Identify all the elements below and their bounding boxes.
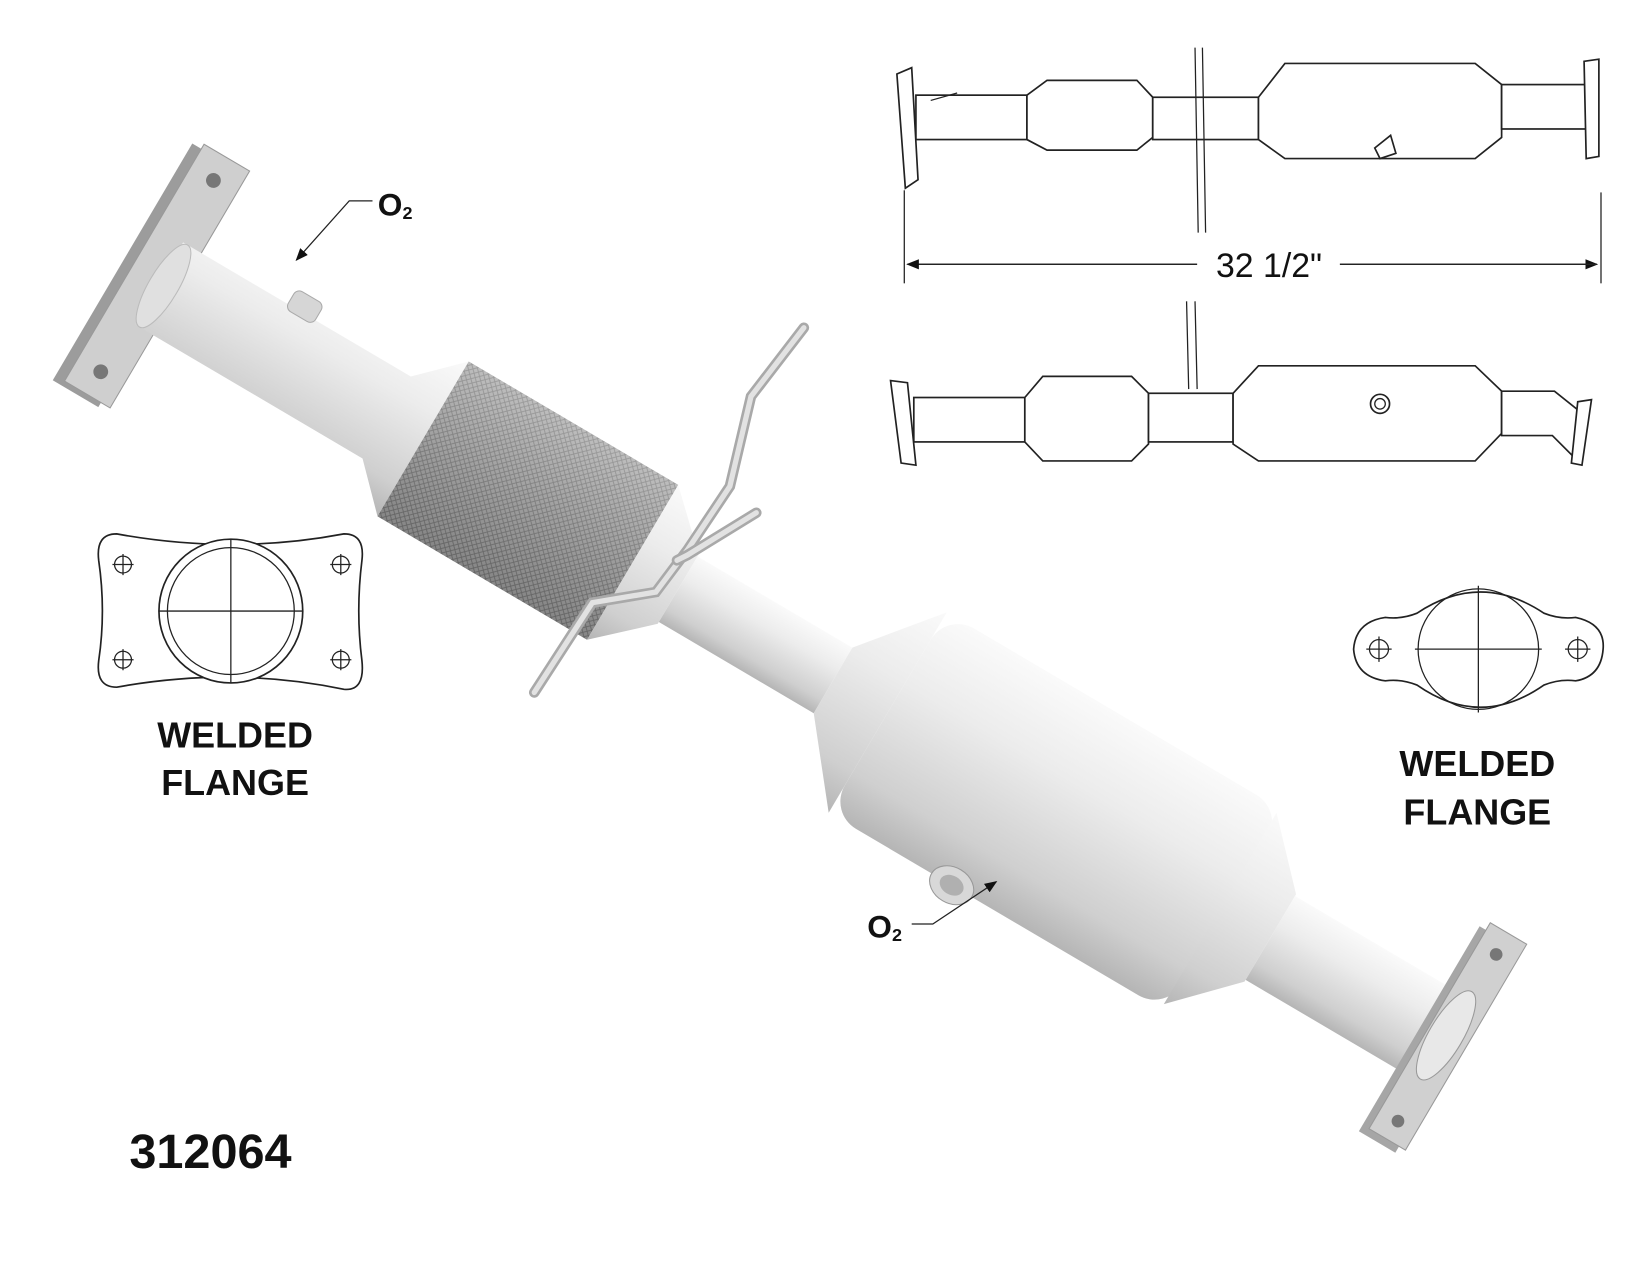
inlet-pipe — [134, 242, 469, 517]
inlet-flange-detail: WELDED FLANGE — [97, 533, 364, 803]
flange-label-line1: WELDED — [1399, 743, 1555, 784]
dimension-label: 32 1/2" — [1216, 247, 1322, 285]
part-number: 312064 — [129, 1125, 291, 1179]
svg-text:O2: O2 — [378, 187, 413, 223]
overall-length-dimension: 32 1/2" — [903, 190, 1602, 285]
outlet-flange-detail: WELDED FLANGE — [1352, 585, 1604, 833]
side-view-drawing — [889, 301, 1593, 467]
o2-sensor-boss-rear — [929, 865, 975, 906]
svg-text:O2: O2 — [867, 909, 902, 945]
o2-callout-bottom: O2 — [867, 881, 998, 945]
converter-assembly — [52, 143, 1528, 1153]
outlet-pipe — [1245, 896, 1450, 1072]
top-view-drawing — [896, 47, 1600, 233]
flange-label-line1: WELDED — [157, 714, 313, 755]
hanger-bracket — [528, 322, 810, 698]
rear-converter-shell — [840, 624, 1273, 1000]
o2-sensor-boss-front — [286, 290, 323, 323]
o2-callout-top: O2 — [295, 187, 413, 262]
flange-label-line2: FLANGE — [1403, 792, 1551, 833]
mid-pipe — [658, 556, 853, 714]
outlet-flange — [1358, 922, 1528, 1153]
flange-label-line2: FLANGE — [161, 762, 309, 803]
